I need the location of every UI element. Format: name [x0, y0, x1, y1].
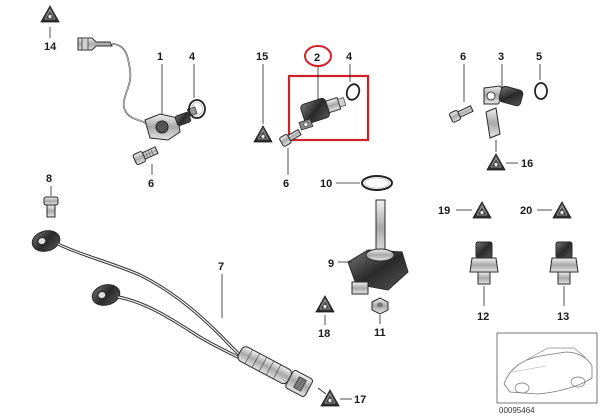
- label-4a: 4: [189, 51, 196, 63]
- label-7: 7: [218, 261, 224, 273]
- label-10: 10: [320, 178, 332, 190]
- o-ring-5: 5: [534, 51, 548, 100]
- bolt-8: 8: [43, 173, 59, 218]
- bolt-6-middle: 6: [279, 128, 302, 190]
- warning-badge-icon: [315, 295, 335, 313]
- sensor-2-highlighted: 2: [287, 45, 370, 142]
- label-1: 1: [157, 51, 163, 63]
- warning-badge-icon: [486, 153, 506, 171]
- label-8: 8: [46, 173, 52, 185]
- label-2: 2: [314, 52, 320, 64]
- label-17: 17: [354, 394, 366, 406]
- label-3: 3: [498, 51, 504, 63]
- label-18: 18: [318, 328, 330, 340]
- o-ring-4-middle: 4: [345, 51, 361, 101]
- nut-11: 11: [371, 297, 389, 339]
- knock-sensor-harness-7: 7: [31, 230, 313, 397]
- warning-15: 15: [253, 51, 273, 143]
- label-13: 13: [557, 311, 569, 323]
- pressure-switch-12: 19 12: [438, 201, 499, 323]
- label-20: 20: [520, 205, 532, 217]
- ring-10: 10: [320, 175, 393, 191]
- warning-18: 18: [315, 295, 335, 340]
- label-6b: 6: [283, 178, 289, 190]
- warning-badge-icon: [472, 201, 492, 219]
- highlight-circle: [304, 45, 332, 67]
- o-ring-4-left: 4: [188, 51, 206, 119]
- oil-level-sensor-9: 9: [328, 199, 409, 295]
- warning-17: 17: [317, 387, 366, 407]
- pressure-switch-13: 20 13: [520, 201, 579, 323]
- warning-badge-icon: [552, 201, 572, 219]
- highlight-box: [287, 74, 370, 142]
- label-19: 19: [438, 205, 450, 217]
- vehicle-thumbnail: 00095464: [496, 332, 598, 415]
- sensor-1: 1: [144, 51, 198, 141]
- sensor-14: 14: [40, 5, 151, 129]
- label-11: 11: [374, 327, 386, 339]
- label-9: 9: [328, 258, 334, 270]
- warning-badge-icon: [40, 5, 60, 23]
- bolt-6-left: 6: [132, 146, 159, 190]
- bolt-6-right: 6: [448, 51, 474, 123]
- reference-number: 00095464: [499, 406, 535, 415]
- label-6a: 6: [148, 178, 154, 190]
- sensor-3: 3 16: [483, 51, 533, 171]
- label-12: 12: [477, 311, 489, 323]
- label-5: 5: [536, 51, 542, 63]
- warning-badge-icon: [253, 125, 273, 143]
- label-15: 15: [256, 51, 268, 63]
- label-16: 16: [521, 158, 533, 170]
- label-14: 14: [44, 41, 57, 53]
- label-6c: 6: [460, 51, 466, 63]
- label-4b: 4: [346, 51, 353, 63]
